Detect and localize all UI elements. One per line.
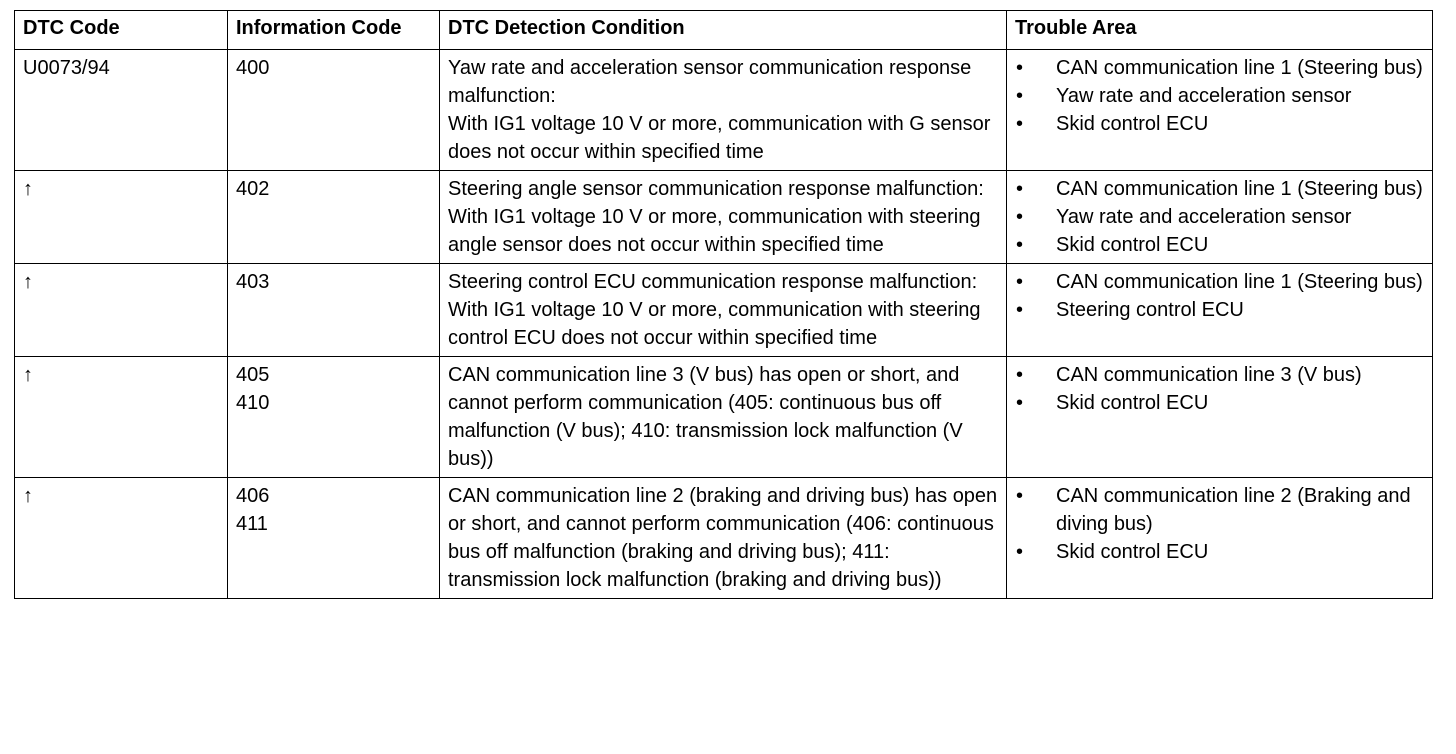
bullet-icon: •	[1016, 364, 1024, 386]
dtc-code-cell: U0073/94	[14, 49, 228, 171]
trouble-area-cell: • CAN communication line 1 (Steering bus)…	[1006, 263, 1433, 357]
trouble-area-text: CAN communication line 1 (Steering bus)	[1056, 178, 1423, 200]
trouble-area-item: • CAN communication line 1 (Steering bus)	[1015, 268, 1424, 296]
trouble-area-item: • Skid control ECU	[1015, 231, 1424, 259]
bullet-icon: •	[1016, 485, 1024, 507]
trouble-area-text: Yaw rate and acceleration sensor	[1056, 85, 1352, 107]
bullet-icon: •	[1016, 234, 1024, 256]
trouble-area-text: Steering control ECU	[1056, 299, 1244, 321]
detection-condition-text: CAN communication line 3 (V bus) has ope…	[448, 364, 963, 470]
trouble-area-text: Skid control ECU	[1056, 234, 1209, 256]
header-information-code: Information Code	[227, 10, 440, 50]
bullet-icon: •	[1016, 392, 1024, 414]
detection-condition-text: CAN communication line 2 (braking and dr…	[448, 485, 998, 591]
information-code: 402	[236, 178, 270, 200]
bullet-icon: •	[1016, 57, 1024, 79]
information-code-cell: 403	[227, 263, 440, 357]
trouble-area-cell: • CAN communication line 1 (Steering bus)…	[1006, 49, 1433, 171]
dtc-table: DTC Code Information Code DTC Detection …	[14, 10, 1433, 599]
information-code: 405	[236, 364, 270, 386]
header-detection-condition: DTC Detection Condition	[439, 10, 1007, 50]
trouble-area-text: Skid control ECU	[1056, 392, 1209, 414]
trouble-area-list: • CAN communication line 2 (Braking and d…	[1015, 482, 1424, 566]
trouble-area-item: • CAN communication line 1 (Steering bus)	[1015, 54, 1424, 82]
trouble-area-text: Yaw rate and acceleration sensor	[1056, 206, 1352, 228]
detection-condition-text: With IG1 voltage 10 V or more, communica…	[448, 206, 981, 256]
trouble-area-list: • CAN communication line 1 (Steering bus)…	[1015, 268, 1424, 324]
trouble-area-text: CAN communication line 2 (Braking and di…	[1056, 485, 1411, 535]
bullet-icon: •	[1016, 113, 1024, 135]
detection-condition-text: Steering control ECU communication respo…	[448, 271, 978, 293]
trouble-area-item: • CAN communication line 3 (V bus)	[1015, 361, 1424, 389]
dtc-code-cell: ↑	[14, 170, 228, 264]
bullet-icon: •	[1016, 85, 1024, 107]
trouble-area-list: • CAN communication line 3 (V bus) • Skid c…	[1015, 361, 1424, 417]
bullet-icon: •	[1016, 206, 1024, 228]
bullet-icon: •	[1016, 178, 1024, 200]
information-code: 406	[236, 485, 270, 507]
detection-condition-text: Steering angle sensor communication resp…	[448, 178, 984, 200]
information-code: 411	[236, 513, 268, 535]
detection-condition-cell: CAN communication line 3 (V bus) has ope…	[439, 356, 1007, 478]
trouble-area-text: CAN communication line 1 (Steering bus)	[1056, 57, 1423, 79]
detection-condition-cell: Steering angle sensor communication resp…	[439, 170, 1007, 264]
information-code-cell: 400	[227, 49, 440, 171]
table-row: ↑ 403 Steering control ECU communication r…	[14, 263, 1433, 357]
bullet-icon: •	[1016, 541, 1024, 563]
detection-condition-cell: Steering control ECU communication respo…	[439, 263, 1007, 357]
trouble-area-item: • Skid control ECU	[1015, 389, 1424, 417]
information-code-cell: 402	[227, 170, 440, 264]
information-code: 400	[236, 57, 270, 79]
trouble-area-item: • Yaw rate and acceleration sensor	[1015, 82, 1424, 110]
trouble-area-cell: • CAN communication line 1 (Steering bus)…	[1006, 170, 1433, 264]
bullet-icon: •	[1016, 271, 1024, 293]
dtc-code-cell: ↑	[14, 477, 228, 599]
trouble-area-item: • Skid control ECU	[1015, 110, 1424, 138]
trouble-area-text: CAN communication line 1 (Steering bus)	[1056, 271, 1423, 293]
table-header-row: DTC Code Information Code DTC Detection …	[14, 10, 1433, 50]
information-code: 410	[236, 392, 270, 414]
trouble-area-text: CAN communication line 3 (V bus)	[1056, 364, 1362, 386]
trouble-area-cell: • CAN communication line 2 (Braking and d…	[1006, 477, 1433, 599]
header-dtc-code: DTC Code	[14, 10, 228, 50]
trouble-area-list: • CAN communication line 1 (Steering bus)…	[1015, 54, 1424, 138]
detection-condition-text: Yaw rate and acceleration sensor communi…	[448, 57, 972, 107]
information-code: 403	[236, 271, 270, 293]
trouble-area-item: • CAN communication line 1 (Steering bus)	[1015, 175, 1424, 203]
dtc-code-cell: ↑	[14, 356, 228, 478]
header-trouble-area: Trouble Area	[1006, 10, 1433, 50]
detection-condition-cell: Yaw rate and acceleration sensor communi…	[439, 49, 1007, 171]
trouble-area-item: • Yaw rate and acceleration sensor	[1015, 203, 1424, 231]
trouble-area-item: • Steering control ECU	[1015, 296, 1424, 324]
dtc-code-cell: ↑	[14, 263, 228, 357]
trouble-area-text: Skid control ECU	[1056, 113, 1209, 135]
detection-condition-cell: CAN communication line 2 (braking and dr…	[439, 477, 1007, 599]
trouble-area-list: • CAN communication line 1 (Steering bus)…	[1015, 175, 1424, 259]
trouble-area-item: • Skid control ECU	[1015, 538, 1424, 566]
trouble-area-text: Skid control ECU	[1056, 541, 1209, 563]
trouble-area-item: • CAN communication line 2 (Braking and d…	[1015, 482, 1424, 538]
table-row: ↑ 402 Steering angle sensor communication …	[14, 170, 1433, 264]
detection-condition-text: With IG1 voltage 10 V or more, communica…	[448, 299, 981, 349]
bullet-icon: •	[1016, 299, 1024, 321]
detection-condition-text: With IG1 voltage 10 V or more, communica…	[448, 113, 991, 163]
trouble-area-cell: • CAN communication line 3 (V bus) • Skid c…	[1006, 356, 1433, 478]
